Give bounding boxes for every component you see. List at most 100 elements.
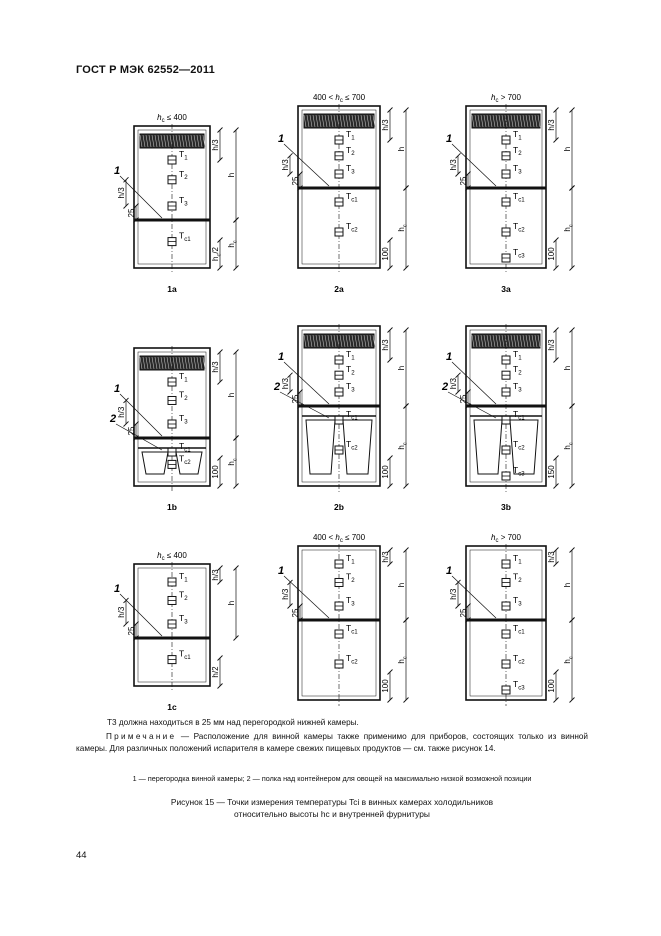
panel-2c-label-Tc1: Tc1 — [346, 623, 358, 635]
panel-1b-crisper-left — [141, 451, 169, 475]
panel-2b-label-T3: T3 — [346, 381, 355, 393]
panel-2a-dim-top: h/3 — [381, 119, 390, 131]
panel-1c-label-T2: T2 — [179, 589, 188, 601]
panel-2a-label-T1: T1 — [346, 129, 355, 141]
panel-1b-label-Tc2: Tc2 — [179, 453, 191, 465]
panel-2c-label-T2: T2 — [346, 571, 355, 583]
panel-3c-dim-top: h/3 — [547, 551, 556, 563]
panel-3b-mark-1: 1 — [446, 351, 452, 363]
panel-3b-dim-h: h — [563, 366, 572, 370]
panel-2c-condition: 400 < hc ≤ 700 — [313, 533, 366, 544]
panel-1a-dim-left-h3: h/3 — [117, 187, 126, 199]
panel-3a-dim-h: h — [563, 147, 572, 151]
panel-2b-crisper-right — [342, 419, 373, 475]
panel-2b-dim-top: h/3 — [381, 339, 390, 351]
panel-3a-dim-top: h/3 — [547, 119, 556, 131]
panel-3a-dim-left-25: 25 — [459, 176, 468, 185]
panel-1a-dim-h: h — [227, 173, 236, 177]
panel-2b-label-T2: T2 — [346, 364, 355, 376]
panel-3b-dim-left-h3: h/3 — [449, 377, 458, 389]
panel-3b-mark-2: 2 — [441, 381, 448, 393]
panel-2b-dim-bottom: 100 — [381, 465, 390, 479]
panel-3b-crisper-left — [473, 419, 503, 475]
panel-3c-label-Tc2: Tc2 — [513, 653, 525, 665]
standard-header: ГОСТ Р МЭК 62552—2011 — [76, 64, 215, 76]
panel-1a-label-T1: T1 — [179, 149, 188, 161]
panel-1b-label-T3: T3 — [179, 413, 188, 425]
panel-1b-label-T2: T2 — [179, 389, 188, 401]
panel-3c-dim-hc: hc — [563, 656, 574, 663]
panel-3b-crisper-right — [509, 419, 539, 475]
note-paragraph: Примечание — Расположение для винной кам… — [76, 731, 588, 755]
panel-2b-dim-h: h — [397, 366, 406, 370]
panel-3c-dim-bottom: 100 — [547, 679, 556, 693]
panel-2c-dim-bottom: 100 — [381, 679, 390, 693]
panel-2c-dim-left-25: 25 — [291, 608, 300, 617]
panel-3c-label-T3: T3 — [513, 595, 522, 607]
panel-1c-condition: hc ≤ 400 — [157, 551, 187, 562]
panel-1b-crisper-right — [175, 451, 203, 475]
panel-2b-dim-hc: hc — [397, 442, 408, 449]
panel-2b-id: 2b — [334, 502, 344, 512]
panel-2b-mark-2: 2 — [273, 381, 280, 393]
panel-3a-label-Tc2: Tc2 — [513, 221, 525, 233]
figure-caption: Рисунок 15 — Точки измерения температуры… — [76, 796, 588, 820]
panel-3b-label-Tc3: Tc3 — [513, 465, 525, 477]
panel-3c-condition: hc > 700 — [491, 533, 521, 544]
panel-3b-label-Tc2: Tc2 — [513, 439, 525, 451]
panel-3b-dim-hc: hc — [563, 442, 574, 449]
panel-1b-dim-left-25: 25 — [127, 426, 136, 435]
panel-2a-label-Tc2: Tc2 — [346, 221, 358, 233]
panel-3c-label-T1: T1 — [513, 553, 522, 565]
panel-1c-label-T1: T1 — [179, 571, 188, 583]
panel-2b-dim-left-h3: h/3 — [281, 377, 290, 389]
panel-1a-condition: hc ≤ 400 — [157, 113, 187, 124]
panel-3a-dim-left-h3: h/3 — [449, 159, 458, 171]
panel-1a-dim-hc: hc — [227, 240, 238, 247]
panel-2a-dim-left-h3: h/3 — [281, 159, 290, 171]
panel-2b-label-T1: T1 — [346, 349, 355, 361]
panel-1a-dim-left-25: 25 — [127, 208, 136, 217]
panel-1c-label-Tc1: Tc1 — [179, 649, 191, 661]
panel-3a-mark-1: 1 — [446, 133, 452, 145]
caption-line-2: относительно высоты hc и внутренней фурн… — [234, 809, 430, 819]
panel-1b-label-T1: T1 — [179, 371, 188, 383]
panel-1c-dim-h: h — [227, 601, 236, 605]
t3-position-note: T3 должна находиться в 25 мм над перегор… — [107, 718, 359, 727]
panel-1b-dim-hc: hc — [227, 458, 238, 465]
page-number: 44 — [76, 850, 87, 861]
panel-2b-label-Tc1: Tc1 — [346, 409, 358, 421]
panel-3b-label-T1: T1 — [513, 349, 522, 361]
panel-2a-label-Tc1: Tc1 — [346, 191, 358, 203]
panel-3a-condition: hc > 700 — [491, 93, 521, 104]
panel-2c-mark-1: 1 — [278, 565, 284, 577]
panel-3c-mark-1: 1 — [446, 565, 452, 577]
note-label: Примечание — [106, 732, 177, 741]
panel-1b-dim-bottom: 100 — [211, 465, 220, 479]
panel-2b-mark-1: 1 — [278, 351, 284, 363]
panel-2a-dim-h: h — [397, 147, 406, 151]
panel-2c-label-T3: T3 — [346, 595, 355, 607]
panel-1a-label-T2: T2 — [179, 169, 188, 181]
panel-2c-dim-top: h/3 — [381, 551, 390, 563]
panel-3c-dim-left-h3: h/3 — [449, 588, 458, 600]
panel-2c-dim-left-h3: h/3 — [281, 588, 290, 600]
panel-2a-condition: 400 < hc ≤ 700 — [313, 93, 366, 104]
panel-3c-dim-left-25: 25 — [459, 608, 468, 617]
panel-2a-dim-hc: hc — [397, 224, 408, 231]
panel-2a: 400 < hc ≤ 700T1T2T3Tc1Tc21h/3hhc100h/32… — [278, 93, 409, 294]
panel-2a-mark-1: 1 — [278, 133, 284, 145]
panel-3c-label-Tc3: Tc3 — [513, 679, 525, 691]
panel-3a-dim-bottom: 100 — [547, 247, 556, 261]
panel-1b-id: 1b — [167, 502, 177, 512]
panel-1c-mark-1: 1 — [114, 583, 120, 595]
panel-3b-label-Tc1: Tc1 — [513, 409, 525, 421]
panel-2a-label-T2: T2 — [346, 145, 355, 157]
panel-1c-dim-left-h3: h/3 — [117, 606, 126, 618]
